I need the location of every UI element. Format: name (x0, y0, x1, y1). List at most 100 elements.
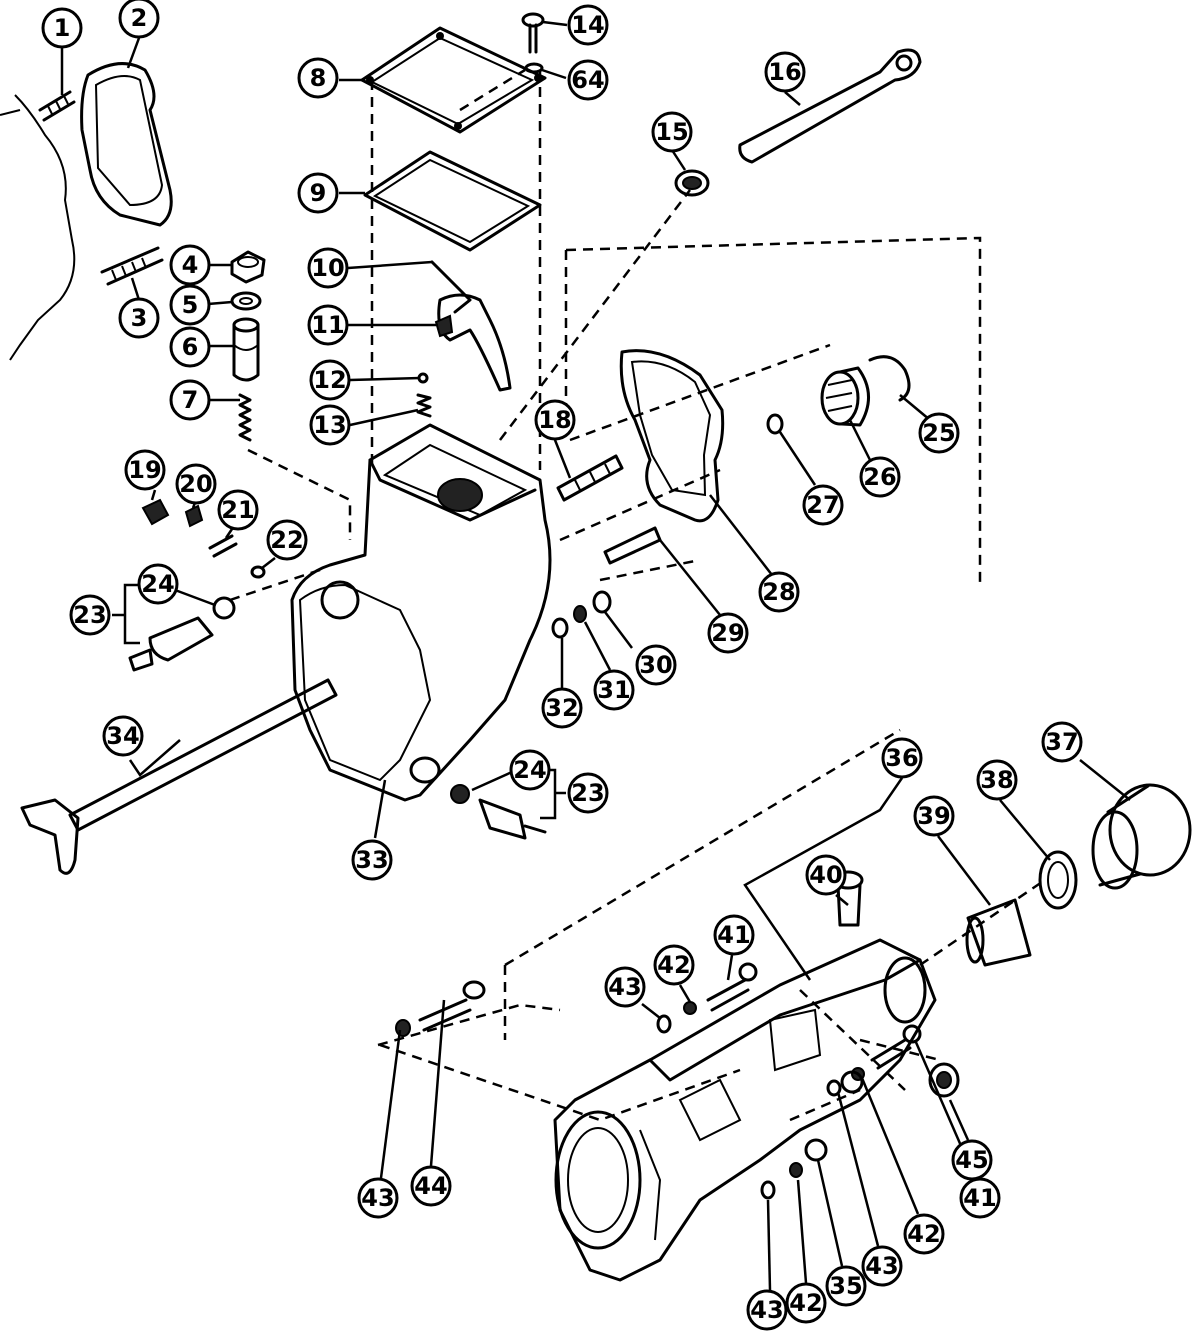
svg-text:38: 38 (980, 766, 1013, 794)
callout-39: 39 (913, 795, 955, 837)
part-spring-7 (238, 393, 252, 442)
svg-text:9: 9 (310, 179, 327, 207)
callout-30: 30 (635, 644, 677, 686)
callout-1: 1 (41, 7, 83, 49)
callout-6: 6 (169, 326, 211, 368)
svg-text:18: 18 (538, 406, 571, 434)
svg-text:1: 1 (54, 14, 71, 42)
part-stud-1 (38, 90, 76, 122)
svg-text:27: 27 (806, 491, 839, 519)
svg-text:10: 10 (311, 254, 344, 282)
svg-text:45: 45 (955, 1146, 988, 1174)
callout-25: 25 (918, 412, 960, 454)
callout-64: 64 (567, 59, 609, 101)
part-seal-38 (1038, 850, 1078, 910)
svg-text:33: 33 (355, 846, 388, 874)
part-washer-27 (766, 413, 784, 435)
callout-8: 8 (297, 57, 339, 99)
callout-41-lower: 41 (959, 1177, 1001, 1219)
svg-text:24: 24 (141, 570, 174, 598)
callout-15: 15 (651, 111, 693, 153)
part-cover-8 (360, 26, 547, 134)
part-seal-45 (928, 1062, 960, 1098)
callout-29: 29 (707, 612, 749, 654)
part-gasket-9 (363, 150, 542, 252)
part-sleeve-6 (232, 317, 260, 382)
svg-text:3: 3 (131, 304, 148, 332)
svg-text:39: 39 (917, 802, 950, 830)
part-spring-13 (416, 393, 432, 418)
svg-text:41: 41 (963, 1184, 996, 1212)
part-snap-ring-25 (868, 355, 911, 402)
svg-text:26: 26 (863, 463, 896, 491)
callout-41-upper: 41 (713, 914, 755, 956)
svg-text:35: 35 (829, 1272, 862, 1300)
callout-42-lower-right: 42 (903, 1213, 945, 1255)
svg-text:36: 36 (885, 744, 918, 772)
part-shaft-34 (20, 678, 338, 875)
callout-4: 4 (169, 244, 211, 286)
callout-21: 21 (217, 489, 259, 531)
svg-text:29: 29 (711, 619, 744, 647)
svg-text:4: 4 (182, 251, 199, 279)
svg-text:12: 12 (313, 366, 346, 394)
callout-7: 7 (169, 379, 211, 421)
callout-43-left: 43 (357, 1177, 399, 1219)
svg-text:14: 14 (571, 11, 604, 39)
callout-27: 27 (802, 484, 844, 526)
part-sender-23-24-lower (450, 784, 547, 840)
part-pin-29 (603, 526, 662, 565)
svg-text:34: 34 (106, 722, 139, 750)
svg-text:42: 42 (657, 951, 690, 979)
part-seal-15 (674, 169, 710, 197)
svg-text:11: 11 (311, 311, 344, 339)
callout-45: 45 (951, 1139, 993, 1181)
callout-5: 5 (169, 284, 211, 326)
svg-text:22: 22 (270, 526, 303, 554)
svg-text:43: 43 (361, 1184, 394, 1212)
svg-text:19: 19 (128, 456, 161, 484)
callout-40: 40 (805, 854, 847, 896)
part-plug-4 (230, 250, 266, 284)
callout-20: 20 (175, 463, 217, 505)
part-gasket-2 (80, 62, 173, 227)
svg-text:25: 25 (922, 419, 955, 447)
svg-text:20: 20 (179, 470, 212, 498)
callout-24-upper: 24 (137, 563, 179, 605)
callout-38: 38 (976, 759, 1018, 801)
svg-text:43: 43 (865, 1252, 898, 1280)
assembly-guide-lines (229, 68, 1046, 1122)
callout-43-upper: 43 (604, 966, 646, 1008)
callout-22: 22 (266, 519, 308, 561)
part-washer-5 (230, 291, 262, 311)
part-rod-16 (738, 48, 922, 164)
svg-text:44: 44 (414, 1172, 447, 1200)
part-sender-23-24-upper (128, 596, 236, 672)
callout-43-lower-right: 43 (861, 1245, 903, 1287)
part-bolt-14 (521, 12, 545, 54)
svg-text:5: 5 (182, 291, 199, 319)
callout-31: 31 (593, 669, 635, 711)
part-transmission-case-33 (290, 423, 552, 802)
callout-10: 10 (307, 247, 349, 289)
svg-text:28: 28 (762, 578, 795, 606)
part-ball-12 (417, 372, 429, 384)
svg-text:31: 31 (597, 676, 630, 704)
callout-19: 19 (124, 449, 166, 491)
svg-text:32: 32 (545, 694, 578, 722)
part-rod-18 (556, 454, 624, 502)
housing-outline-left (0, 94, 76, 361)
part-cover-28 (619, 349, 725, 523)
svg-text:64: 64 (571, 66, 604, 94)
callout-12: 12 (309, 359, 351, 401)
callout-24-lower: 24 (509, 749, 551, 791)
callout-16: 16 (764, 51, 806, 93)
svg-text:6: 6 (182, 333, 199, 361)
svg-text:16: 16 (768, 58, 801, 86)
svg-text:30: 30 (639, 651, 672, 679)
callout-32: 32 (541, 687, 583, 729)
part-axle-housing-36 (553, 938, 937, 1282)
leader-lines (60, 20, 1131, 1291)
svg-text:43: 43 (608, 973, 641, 1001)
